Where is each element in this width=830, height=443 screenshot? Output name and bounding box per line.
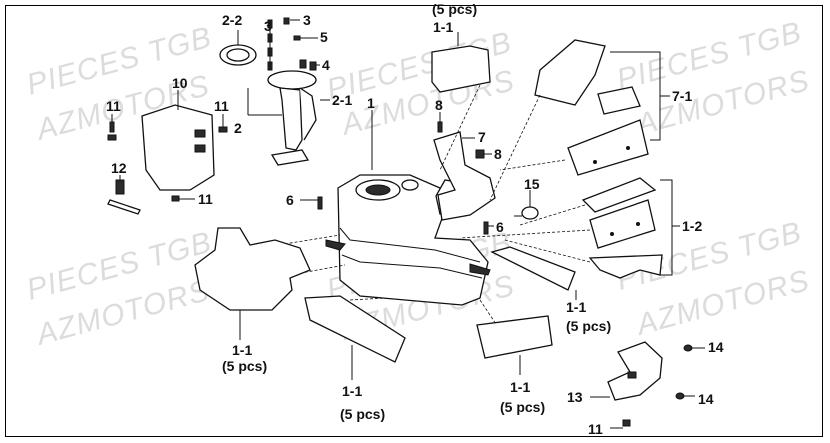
cap-15 xyxy=(514,190,539,220)
label-part-3: 3 xyxy=(303,12,311,28)
label-part-5: 5 xyxy=(320,29,328,45)
label-part-15: 15 xyxy=(524,176,540,192)
foam-pad-bottom xyxy=(476,315,553,359)
tank-cover xyxy=(141,104,215,191)
label-part-6: 6 xyxy=(286,192,294,208)
label-part-14: 14 xyxy=(698,391,714,407)
gasket-hole xyxy=(226,48,250,62)
foam-pads-1-2 xyxy=(581,177,663,279)
assembly-lines xyxy=(259,84,591,331)
label-part-1-1: 1-1 xyxy=(232,342,252,358)
label-part-14: 14 xyxy=(708,339,724,355)
label-qty: (5 pcs) xyxy=(340,406,385,422)
bracket-13-slot xyxy=(627,371,637,379)
label-part-2: 2 xyxy=(234,120,242,136)
label-part-6: 6 xyxy=(496,219,504,235)
label-qty: (5 pcs) xyxy=(500,399,545,415)
label-part-4: 4 xyxy=(322,57,330,73)
label-part-7-1: 7-1 xyxy=(672,88,692,104)
label-part-8: 8 xyxy=(494,146,502,162)
screw-14 xyxy=(683,344,693,352)
fuel-pump-assembly xyxy=(267,70,330,166)
cover-slot xyxy=(194,144,206,153)
label-part-7: 7 xyxy=(478,129,486,145)
hose-clip-12 xyxy=(107,175,141,215)
bracket-7 xyxy=(433,131,496,221)
bolt-6 xyxy=(483,221,489,235)
label-qty: (5 pcs) xyxy=(566,318,611,334)
label-part-11: 11 xyxy=(106,98,121,114)
foam-pad-top xyxy=(431,45,491,93)
label-part-3: 3 xyxy=(264,18,272,34)
label-part-2-2: 2-2 xyxy=(222,12,242,28)
label-part-1-1: 1-1 xyxy=(433,19,453,35)
label-part-1-1: 1-1 xyxy=(510,379,530,395)
label-qty: (5 pcs) xyxy=(222,358,267,374)
label-part-1: 1 xyxy=(367,95,375,111)
foam-pad-middle xyxy=(304,295,406,363)
foam-pad-left xyxy=(194,227,311,311)
bolt-8 xyxy=(475,149,485,159)
label-qty: (5 pcs) xyxy=(432,1,477,17)
bolt-6 xyxy=(317,196,323,210)
label-part-1-1: 1-1 xyxy=(566,299,586,315)
label-part-11: 11 xyxy=(214,98,229,114)
diagram-frame xyxy=(5,5,823,437)
foam-pad-right xyxy=(490,246,576,291)
bolt-8 xyxy=(437,121,443,133)
screw-14 xyxy=(675,392,685,400)
screw-11 xyxy=(622,419,631,427)
fuel-pump-screws xyxy=(267,17,320,71)
label-part-1-2: 1-2 xyxy=(682,218,702,234)
label-part-11: 11 xyxy=(198,191,213,207)
cover-slot xyxy=(194,129,206,138)
callout-labels: (5 pcs) 1-1 2-2 3 3 5 4 2-1 10 11 11 2 1… xyxy=(106,1,724,437)
label-part-10: 10 xyxy=(172,75,188,91)
label-part-2-1: 2-1 xyxy=(332,92,352,108)
screw-11 xyxy=(107,114,228,202)
label-part-11: 11 xyxy=(588,421,603,437)
bracket-line xyxy=(660,179,673,276)
foam-pads-7-1 xyxy=(534,39,649,176)
label-part-1-1: 1-1 xyxy=(342,383,362,399)
label-part-8: 8 xyxy=(435,97,443,113)
label-part-13: 13 xyxy=(567,389,583,405)
bracket-13 xyxy=(607,341,663,401)
label-part-12: 12 xyxy=(111,160,127,176)
